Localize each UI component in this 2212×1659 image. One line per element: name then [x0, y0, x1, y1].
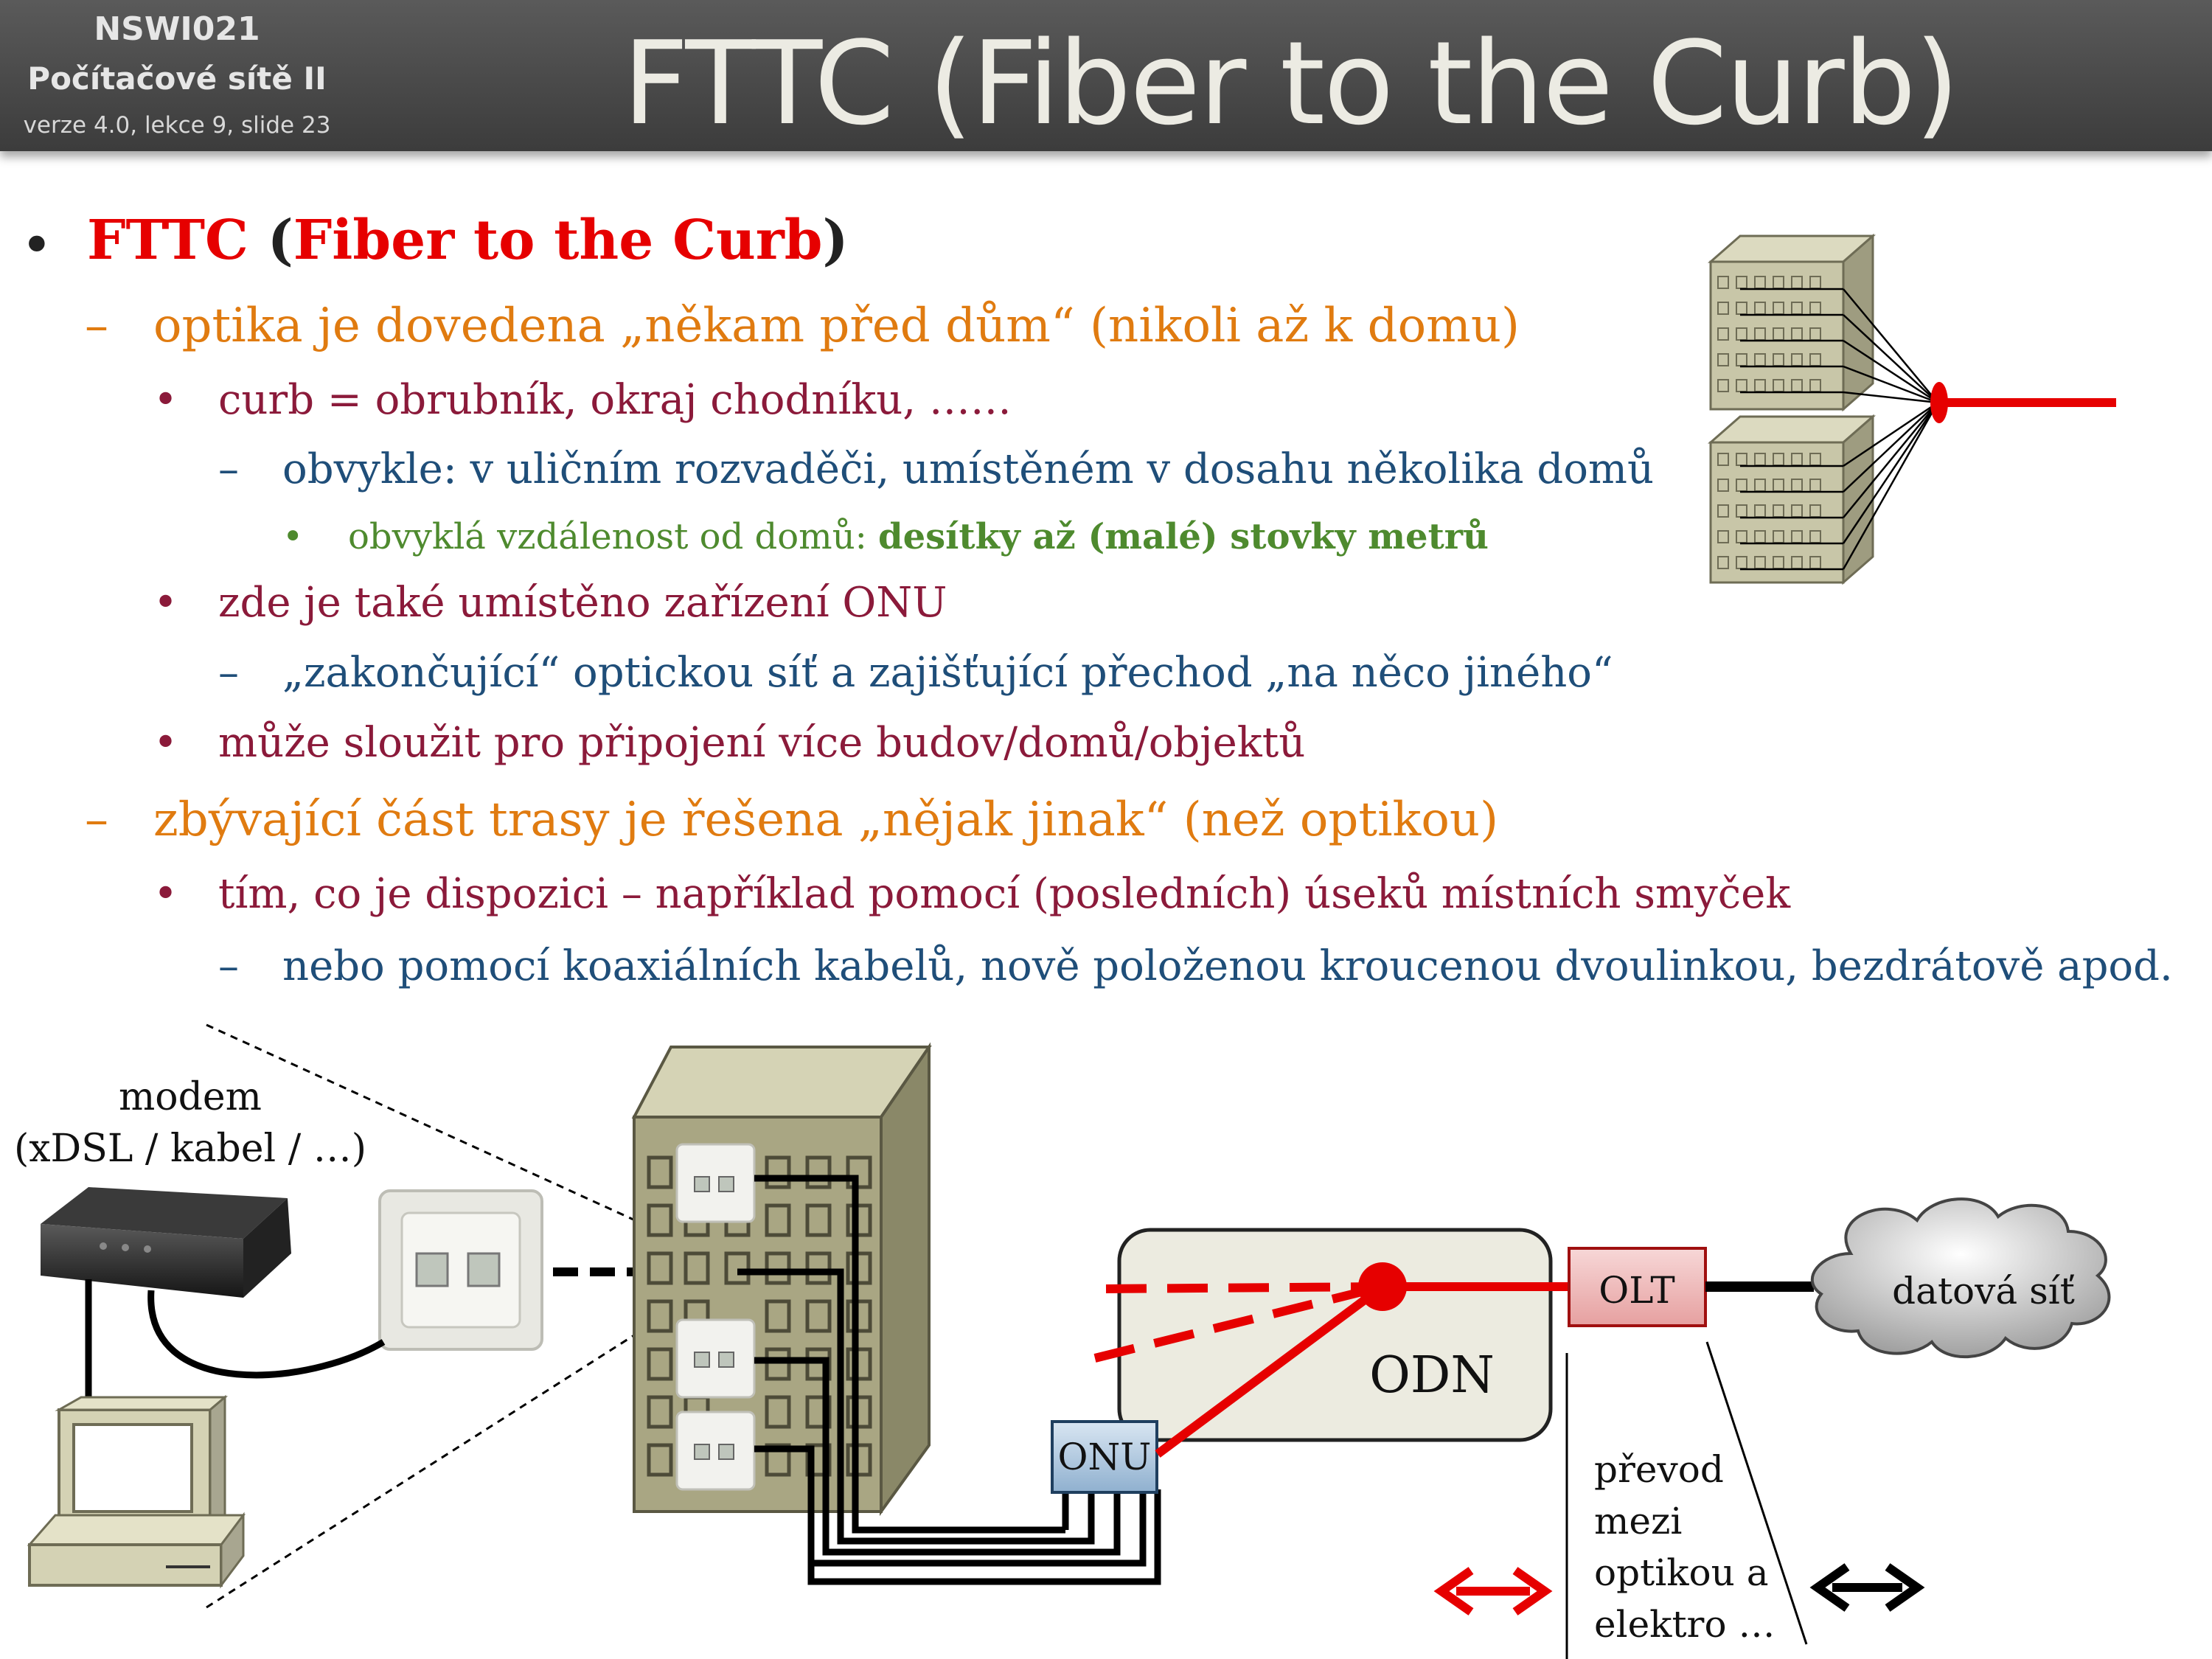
bullet-optika: optika je dovedena „někam před dům“ (nik…	[153, 299, 1520, 353]
building-icon	[1708, 233, 1876, 412]
dash-marker: –	[85, 793, 108, 847]
bullet-curb: curb = obrubník, okraj chodníku, ……	[218, 376, 1012, 424]
course-code: NSWI021	[94, 10, 260, 48]
wall-socket-icon	[675, 1411, 756, 1491]
bullet-vice-budov: může sloužit pro připojení více budov/do…	[218, 719, 1306, 767]
bullet-fttc: FTTC (Fiber to the Curb)	[87, 209, 849, 272]
bullet-marker: •	[153, 579, 178, 627]
distance-label: obvyklá vzdálenost od domů:	[348, 516, 879, 557]
distance-value: desítky až (malé) stovky metrů	[878, 516, 1489, 557]
modem-icon	[41, 1187, 291, 1298]
onu-device: ONU	[1051, 1420, 1158, 1494]
conversion-note: převod mezi optikou a elektro …	[1594, 1448, 1775, 1646]
electrical-side-arrow-icon	[1809, 1563, 1925, 1612]
onu-label: ONU	[1058, 1436, 1152, 1478]
wall-socket-icon	[378, 1189, 543, 1351]
bullet-zakoncujici: „zakončující“ optickou síť a zajišťující…	[282, 649, 1613, 697]
in-building-wiring	[737, 1175, 1099, 1567]
conversion-line: elektro …	[1594, 1603, 1775, 1646]
zoom-line	[206, 1296, 694, 1609]
modem-label: modem	[119, 1075, 262, 1119]
bullet-smycky: tím, co je dispozici – například pomocí …	[218, 870, 1791, 918]
bullet-zbyvajici: zbývající část trasy je řešena „nějak ji…	[153, 793, 1499, 847]
bullet-onu: zde je také umístěno zařízení ONU	[218, 579, 947, 627]
bullet-vzdalenost: obvyklá vzdálenost od domů: desítky až (…	[348, 516, 1489, 557]
fttc-expansion: Fiber to the Curb	[293, 209, 823, 272]
course-name: Počítačové sítě II	[27, 60, 327, 97]
conversion-line: optikou a	[1594, 1551, 1769, 1594]
bullet-marker: •	[153, 870, 178, 918]
building-icon	[631, 1042, 1099, 1567]
olt-label: OLT	[1599, 1269, 1674, 1312]
dash-marker: –	[218, 445, 239, 493]
dash-marker: –	[85, 299, 108, 353]
cloud-icon: datová síť	[1810, 1197, 2111, 1358]
fttc-term: FTTC	[87, 209, 248, 272]
slide-version: verze 4.0, lekce 9, slide 23	[23, 112, 331, 139]
conversion-line: převod	[1594, 1448, 1724, 1491]
phone-cable	[147, 1290, 386, 1379]
conversion-line: mezi	[1594, 1500, 1682, 1543]
wall-socket-icon	[675, 1143, 756, 1223]
slide-header: NSWI021 Počítačové sítě II verze 4.0, le…	[0, 0, 2212, 151]
paren-close: )	[822, 209, 849, 272]
bullet-marker: •	[21, 214, 53, 277]
dash-marker: –	[218, 942, 239, 990]
dash-marker: –	[218, 649, 239, 697]
odn-label: ODN	[1369, 1346, 1495, 1405]
pointer-line	[1705, 1341, 1808, 1645]
bullet-obvykle: obvykle: v uličním rozvaděči, umístěném …	[282, 445, 1655, 493]
fiber-lines	[1093, 1262, 1571, 1458]
modem-label-type: (xDSL / kabel / …)	[14, 1127, 366, 1171]
building-icon	[1708, 414, 1876, 585]
olt-device: OLT	[1568, 1247, 1707, 1327]
computer-icon	[27, 1394, 246, 1589]
drop-cables	[1740, 288, 1939, 571]
cloud-label: datová síť	[1892, 1270, 2075, 1312]
fttc-diagram: modem (xDSL / kabel / …)	[14, 1023, 2111, 1659]
buildings-to-fiber-illustration	[1708, 233, 2116, 585]
optical-side-arrow-icon	[1433, 1567, 1553, 1615]
paren-open: (	[248, 209, 293, 272]
copper-lines-to-onu	[807, 1489, 1161, 1585]
bullet-koax: nebo pomocí koaxiálních kabelů, nově pol…	[282, 942, 2173, 990]
bullet-marker: •	[153, 719, 178, 767]
splitter-node	[1358, 1262, 1407, 1311]
slide-title: FTTC (Fiber to the Curb)	[622, 16, 1959, 150]
bullet-marker: •	[153, 376, 178, 424]
bullet-marker: •	[282, 516, 304, 557]
wall-socket-icon	[675, 1318, 756, 1399]
